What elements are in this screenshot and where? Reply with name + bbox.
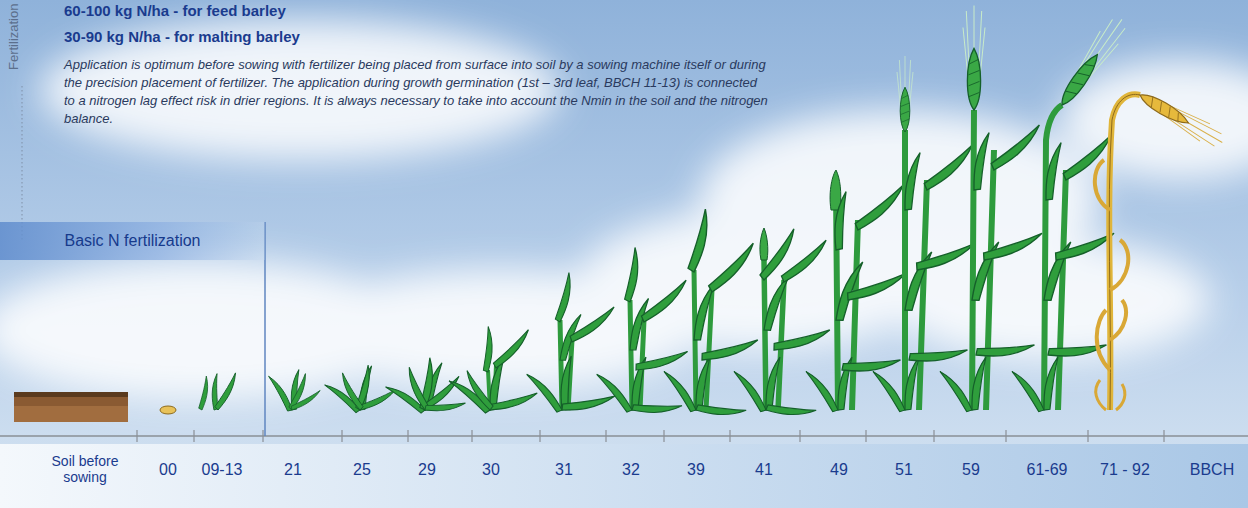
axis-ticks [137,430,1164,442]
bbch-stage-label: 32 [622,460,640,480]
plant-59 [930,6,1042,414]
bbch-stage-label: 30 [482,460,500,480]
stage-band: Basic N fertilization [0,222,265,260]
plant-41 [724,223,830,423]
bbch-stage-label: 39 [687,460,705,480]
side-dotted-rule [22,86,23,240]
plant-31 [518,273,615,423]
band-label: Basic N fertilization [54,226,210,256]
bbch-stage-label: 59 [962,460,980,480]
seed [160,406,176,414]
bbch-stage-label: 21 [284,460,302,480]
bbch-stage-label: 49 [830,460,848,480]
bbch-stage-label: 29 [418,460,436,480]
plant-ripe [1095,86,1227,410]
plant-49 [796,170,906,414]
bbch-stage-label: 31 [555,460,573,480]
rate-heading: 60-100 kg N/ha - for feed barley [64,2,286,19]
axis-line [0,435,1248,437]
bbch-stage-label: 25 [353,460,371,480]
bbch-stage-label: Soil before sowing [39,453,131,485]
bbch-stage-label: 09-13 [202,460,243,480]
bbch-stage-label: 61-69 [1027,460,1068,480]
rate-heading: 30-90 kg N/ha - for malting barley [64,28,300,45]
bbch-stage-label: BBCH [1190,460,1234,480]
note-paragraph: Application is optimum before sowing wit… [64,56,769,128]
plant-39 [654,209,758,423]
plant-29 [381,358,465,420]
plant-21 [259,369,320,416]
plant-25 [319,365,395,418]
bbch-stage-label: 71 - 92 [1100,460,1150,480]
plant-seedling [194,370,235,412]
plant-32 [588,247,688,422]
soil-block [14,392,128,422]
plant-51 [863,56,975,414]
bbch-stage-label: 51 [895,460,913,480]
plant-30 [443,322,537,421]
bbch-stage-label: 00 [159,460,177,480]
bbch-stage-label: 41 [755,460,773,480]
side-heading: Fertilization [6,4,21,70]
axis-strip [0,444,1248,508]
